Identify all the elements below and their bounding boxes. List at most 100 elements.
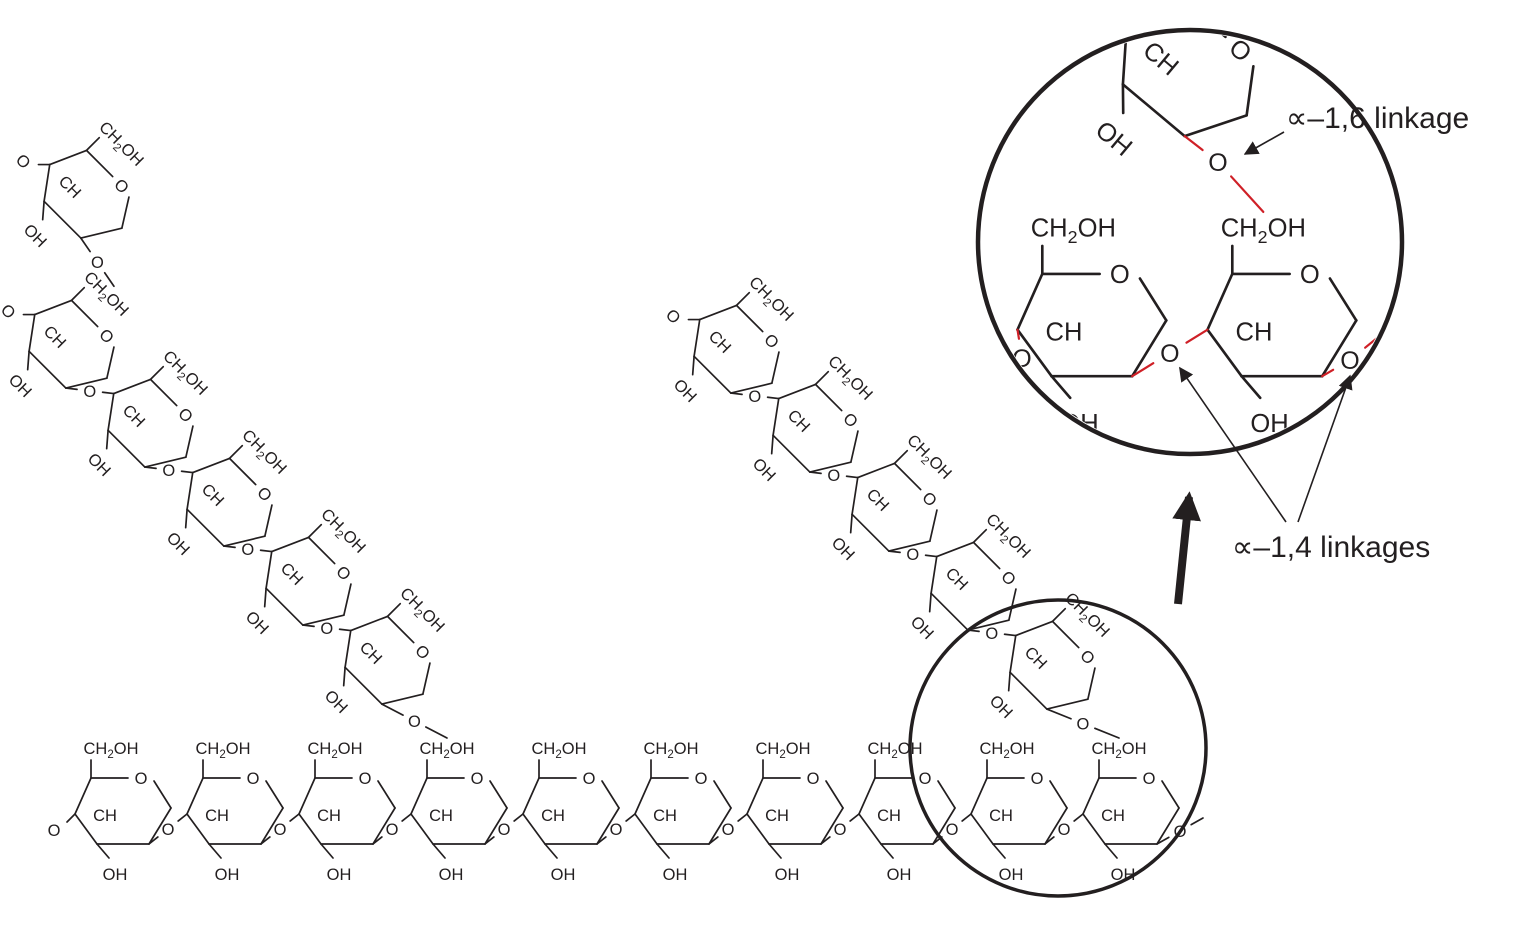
bond [768, 843, 782, 859]
ch-label: CH [541, 807, 565, 825]
ch2oh-label: CH2OH [644, 740, 699, 761]
ring-oxygen-label: O [918, 489, 940, 511]
bond [381, 703, 404, 716]
ch2oh-label: CH2OH [868, 740, 923, 761]
bond [65, 387, 78, 391]
bond [708, 807, 732, 845]
bridge-oxygen-label: O [722, 821, 735, 839]
bridge-oxygen-label: O [91, 254, 104, 272]
bond [106, 346, 115, 380]
bond [691, 355, 695, 376]
bond [48, 149, 88, 166]
bond [377, 780, 396, 809]
bond [1183, 114, 1248, 138]
bond [180, 470, 194, 474]
bond [893, 449, 909, 465]
bond [33, 299, 73, 316]
oh-label: OH [670, 376, 700, 406]
ring-oxygen-label: O [247, 770, 260, 788]
bond [70, 299, 99, 328]
bond [96, 843, 110, 859]
bond [1138, 277, 1168, 322]
bond [771, 351, 780, 385]
bond [693, 355, 732, 394]
bond [713, 780, 732, 809]
terminal-oxygen-label: O [662, 306, 684, 328]
oh-label: OH [439, 866, 464, 884]
ring-oxygen-label: O [411, 642, 433, 664]
bond [101, 391, 115, 395]
bridge-oxygen-label: O [83, 383, 96, 401]
alpha-1-4-oxygen: O [1160, 340, 1179, 368]
bond [184, 508, 188, 529]
bond [924, 554, 938, 558]
bond [270, 536, 310, 553]
bond [259, 549, 273, 553]
bond [625, 813, 636, 822]
oh-label: OH [775, 866, 800, 884]
bridge-oxygen-label: O [610, 821, 623, 839]
bond [596, 807, 620, 845]
bond [1121, 83, 1186, 138]
bond [809, 461, 852, 473]
bond [809, 471, 822, 475]
ch2oh-label: CH2OH [980, 510, 1034, 564]
bond [260, 807, 284, 845]
bond [289, 813, 300, 822]
bond [185, 425, 194, 459]
bond [186, 813, 210, 845]
bond [298, 813, 322, 845]
bond [307, 536, 336, 565]
bond [814, 383, 843, 412]
ch-label: CH [784, 406, 814, 436]
bond [342, 666, 346, 687]
bond [148, 807, 172, 845]
ch2oh-label: CH2OH [532, 740, 587, 761]
ch2oh-label: CH2OH [236, 426, 290, 480]
bond [307, 523, 323, 539]
bond [26, 350, 30, 371]
oh-label: OH [215, 866, 240, 884]
bond [687, 318, 701, 321]
bond [1082, 777, 1100, 815]
bridge-oxygen-label: O [162, 821, 175, 839]
bond [522, 813, 546, 845]
bond [349, 615, 389, 632]
ch-label: CH [198, 480, 228, 510]
bond [693, 318, 701, 358]
bond [851, 476, 859, 516]
bond [814, 370, 830, 386]
bond [1044, 836, 1055, 845]
ch-label: CH [119, 401, 149, 431]
bond [121, 196, 130, 230]
bond [410, 777, 428, 815]
bond [1009, 671, 1048, 710]
bond [302, 614, 345, 626]
bond [929, 509, 938, 543]
ch2oh-label: CH2OH [78, 268, 132, 322]
ring-oxygen-label: O [760, 331, 782, 353]
alpha-1-6-arrow [1243, 131, 1285, 155]
bond [381, 693, 424, 705]
bond [484, 836, 495, 845]
oh-label: OH [887, 866, 912, 884]
bond [930, 592, 969, 631]
bond [432, 843, 446, 859]
bond [1003, 633, 1017, 637]
bond [849, 513, 853, 534]
bond [1245, 65, 1255, 117]
bond [1156, 807, 1180, 845]
ch2oh-label: CH2OH [1092, 740, 1147, 761]
bond [1009, 634, 1017, 674]
bond [265, 780, 284, 809]
bond [880, 843, 894, 859]
bridge-oxygen-label: O [946, 821, 959, 839]
bond [932, 807, 956, 845]
bond [1206, 272, 1234, 332]
